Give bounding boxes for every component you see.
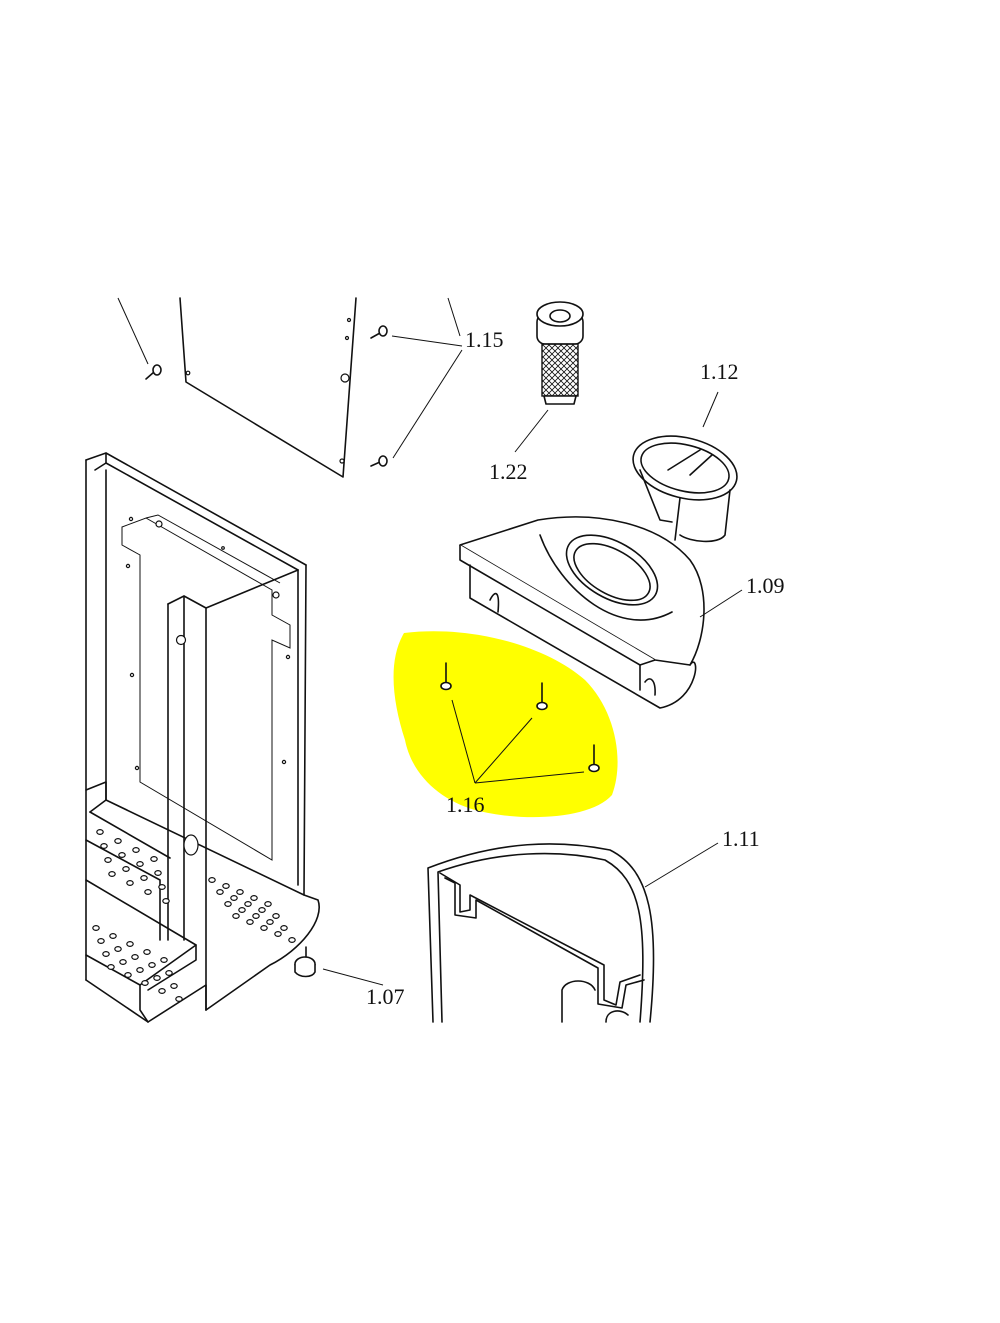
grounds-cup bbox=[632, 435, 738, 543]
perforation-hole bbox=[258, 906, 266, 913]
cabinet-body bbox=[85, 452, 320, 1023]
callout-label-1-12: 1.12 bbox=[700, 359, 739, 384]
perforation-hole bbox=[108, 870, 116, 877]
front-housing bbox=[427, 843, 655, 1023]
screw-icon bbox=[588, 744, 600, 773]
callout-label-1-11: 1.11 bbox=[722, 826, 760, 851]
perforation-hole bbox=[107, 963, 115, 970]
perforation-hole bbox=[126, 940, 134, 947]
perforation-hole bbox=[224, 900, 232, 907]
perforation-hole bbox=[126, 879, 134, 886]
perforation-hole bbox=[274, 930, 282, 937]
perforation-hole bbox=[264, 900, 272, 907]
perforation-hole bbox=[236, 888, 244, 895]
perforation-hole bbox=[288, 936, 296, 943]
perforation-hole bbox=[208, 876, 216, 883]
perforation-hole bbox=[175, 995, 183, 1002]
perforation-hole bbox=[148, 961, 156, 968]
perforation-hole bbox=[92, 924, 100, 931]
perforation-hole bbox=[153, 974, 161, 981]
perforation-hole bbox=[244, 900, 252, 907]
perforation-hole bbox=[238, 906, 246, 913]
perforation-hole bbox=[250, 894, 258, 901]
screw-icon bbox=[370, 455, 388, 467]
perforation-hole bbox=[158, 987, 166, 994]
callout-label-1-22: 1.22 bbox=[489, 459, 528, 484]
perforation-hole bbox=[104, 856, 112, 863]
perforation-hole bbox=[114, 837, 122, 844]
screw-icon bbox=[370, 325, 388, 339]
perforation-hole bbox=[246, 918, 254, 925]
screw-icon bbox=[536, 682, 548, 711]
perforation-hole bbox=[100, 842, 108, 849]
perforation-hole bbox=[144, 888, 152, 895]
perforation-hole bbox=[136, 966, 144, 973]
callout-label-1-07: 1.07 bbox=[366, 984, 405, 1009]
callout-label-1-09: 1.09 bbox=[746, 573, 785, 598]
side-panel bbox=[179, 297, 357, 478]
perforation-hole bbox=[122, 865, 130, 872]
perforation-hole bbox=[131, 953, 139, 960]
leader-lines bbox=[117, 297, 743, 986]
perforation-hole bbox=[124, 971, 132, 978]
perforation-hole bbox=[150, 855, 158, 862]
perforation-hole bbox=[266, 918, 274, 925]
perforation-hole bbox=[160, 956, 168, 963]
perforation-hole bbox=[114, 945, 122, 952]
perforation-hole bbox=[143, 948, 151, 955]
perforation-hole bbox=[119, 958, 127, 965]
perforation-hole bbox=[158, 883, 166, 890]
adjustable-foot bbox=[294, 946, 316, 978]
perforation-hole bbox=[216, 888, 224, 895]
highlight-area bbox=[393, 631, 618, 818]
perforation-hole bbox=[102, 950, 110, 957]
perforation-hole bbox=[162, 897, 170, 904]
perforation-hole bbox=[280, 924, 288, 931]
water-filter bbox=[536, 301, 584, 405]
perforation-hole bbox=[132, 846, 140, 853]
callout-label-1-16: 1.16 bbox=[446, 792, 485, 817]
perforation-hole bbox=[260, 924, 268, 931]
perforation-hole bbox=[140, 874, 148, 881]
perforation-hole bbox=[232, 912, 240, 919]
perforation-hole bbox=[109, 932, 117, 939]
perforation-hole bbox=[136, 860, 144, 867]
perforation-hole bbox=[118, 851, 126, 858]
perforation-hole bbox=[96, 828, 104, 835]
perforation-hole bbox=[165, 969, 173, 976]
perforation-hole bbox=[272, 912, 280, 919]
screw-icon bbox=[440, 662, 452, 691]
callout-label-1-15: 1.15 bbox=[465, 327, 504, 352]
tray-cover bbox=[459, 516, 705, 709]
perforation-hole bbox=[170, 982, 178, 989]
screw-icon bbox=[145, 364, 162, 380]
perforation-hole bbox=[97, 937, 105, 944]
perforation-hole bbox=[222, 882, 230, 889]
perforation-hole bbox=[141, 979, 149, 986]
perforation-hole bbox=[252, 912, 260, 919]
perforation-hole bbox=[154, 869, 162, 876]
perforation-hole bbox=[230, 894, 238, 901]
